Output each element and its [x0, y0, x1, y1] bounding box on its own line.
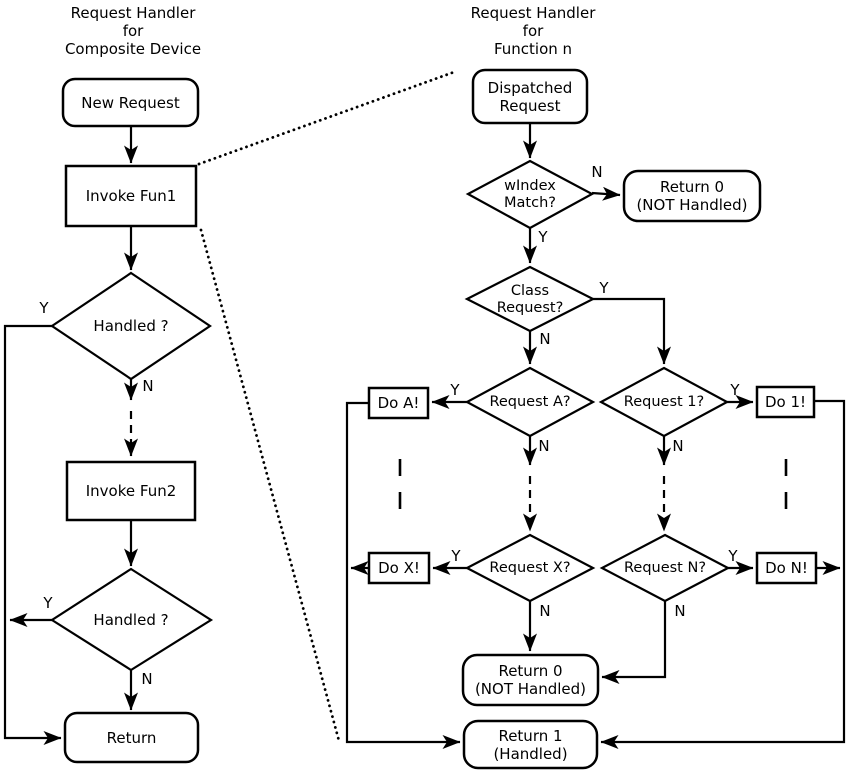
request-n-yes-label: Y — [728, 547, 738, 565]
return0-bottom-node-shape — [461, 653, 600, 707]
request-x-no-label: N — [539, 602, 551, 620]
request-1-decision-shape — [598, 366, 730, 438]
handled1-decision-shape — [50, 271, 212, 381]
dispatched-request-node-shape — [471, 68, 589, 125]
windex-match-decision-label: wIndex Match? — [504, 178, 556, 211]
connector-do1-return1 — [600, 399, 846, 749]
request-a-decision-shape — [464, 366, 596, 438]
handled1-no-label: N — [142, 377, 154, 395]
request-a-yes-label: Y — [450, 381, 460, 399]
connector-doa-return1 — [345, 401, 461, 749]
connector-windex-n-return0 — [591, 186, 621, 201]
right-diagram-title: Request Handler for Function n — [470, 4, 596, 58]
do-x-node-shape — [367, 551, 431, 585]
windex-yes-label: Y — [538, 228, 548, 246]
do-1-node-shape — [755, 385, 816, 419]
do-a-node-label: Do A! — [377, 394, 420, 412]
class-request-decision-label: Class Request? — [496, 283, 564, 316]
invoke-fun1-node-shape — [64, 164, 198, 228]
invoke-fun1-node-label: Invoke Fun1 — [85, 187, 177, 205]
do-n-node-shape — [755, 551, 818, 585]
handled2-no-label: N — [141, 670, 153, 688]
return1-node-label: Return 1 (Handled) — [493, 726, 568, 763]
return0-bottom-node-label: Return 0 (NOT Handled) — [474, 662, 587, 698]
request-x-yes-label: Y — [451, 547, 461, 565]
do-a-node-shape — [367, 386, 430, 420]
return-node-shape — [63, 711, 200, 764]
request-x-decision-label: Request X? — [489, 559, 571, 576]
invoke-fun2-node-label: Invoke Fun2 — [85, 482, 177, 500]
request-n-no-label: N — [674, 602, 686, 620]
return-node-label: Return — [106, 728, 157, 747]
connector-requestn-n-return0 — [601, 601, 667, 684]
new-request-node-label: New Request — [81, 93, 180, 112]
node-shapes — [49, 68, 818, 770]
request-x-decision-shape — [464, 533, 596, 603]
return0-top-node-label: Return 0 (NOT Handled) — [636, 178, 748, 214]
class-no-label: N — [539, 330, 551, 348]
dispatched-request-node-label: Dispatched Request — [487, 78, 573, 115]
new-request-node-shape — [61, 77, 200, 128]
handled1-yes-label: Y — [39, 299, 49, 317]
expansion-dotted-line-bottom — [199, 228, 341, 743]
request-1-decision-label: Request 1? — [623, 393, 705, 410]
request-1-no-label: N — [672, 437, 684, 455]
left-diagram-title: Request Handler for Composite Device — [64, 4, 202, 58]
invoke-fun2-node-shape — [65, 460, 197, 522]
connector-handled1-y-return — [3, 324, 62, 745]
handled2-decision-label: Handled ? — [93, 611, 169, 629]
return0-top-node-shape — [622, 169, 762, 223]
connector-class-y-request1 — [593, 297, 671, 365]
do-n-node-label: Do N! — [765, 559, 808, 577]
class-request-decision-shape — [464, 265, 596, 333]
request-n-decision-label: Request N? — [623, 559, 707, 576]
class-yes-label: Y — [599, 279, 609, 297]
return1-node-shape — [462, 719, 599, 770]
request-n-decision-shape — [599, 533, 731, 603]
handled1-decision-label: Handled ? — [93, 317, 169, 335]
request-a-decision-label: Request A? — [489, 393, 571, 410]
request-a-no-label: N — [538, 437, 550, 455]
expansion-dotted-line-top — [197, 69, 459, 166]
handled2-yes-label: Y — [43, 594, 53, 612]
windex-match-decision-shape — [465, 159, 595, 230]
do-x-node-label: Do X! — [378, 559, 420, 577]
request-1-yes-label: Y — [730, 381, 740, 399]
handled2-decision-shape — [49, 567, 214, 672]
windex-no-label: N — [591, 163, 603, 181]
do-1-node-label: Do 1! — [764, 393, 807, 411]
connectors — [3, 69, 846, 749]
